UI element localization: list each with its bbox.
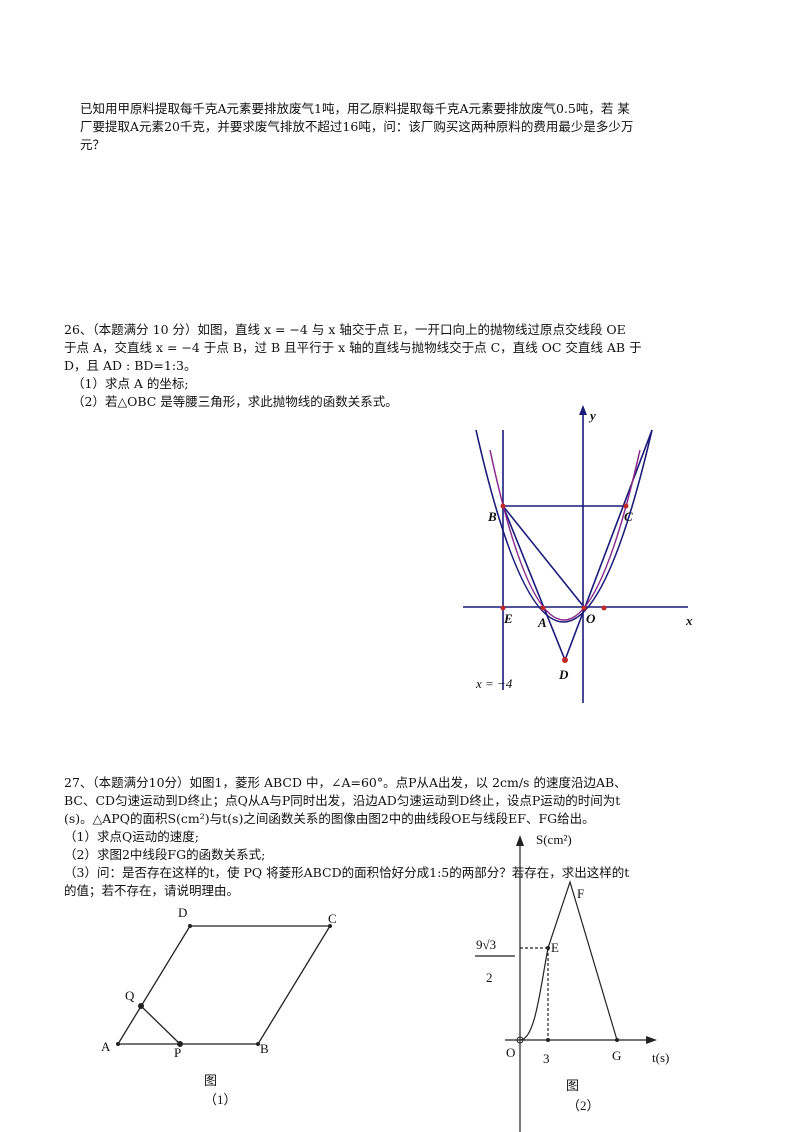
label-b: B: [487, 509, 497, 524]
point-c: [623, 503, 629, 509]
point-e: [500, 605, 506, 611]
line-oc: [564, 429, 653, 661]
parabola-blue: [475, 429, 653, 623]
q26-line-1: 26、（本题满分 10 分）如图，直线 x = −4 与 x 轴交于点 E，一开…: [64, 322, 626, 337]
value-denominator: 2: [486, 970, 493, 985]
q25-line-1: 已知用甲原料提取每千克A元素要排放废气1吨，用乙原料提取每千克A元素要排放废气0…: [80, 101, 630, 116]
q26-line-2: 于点 A，交直线 x = −4 于点 B，过 B 且平行于 x 轴的直线与抛物线…: [64, 340, 642, 355]
label-line-equation: x = −4: [475, 676, 513, 691]
point-b: [500, 503, 506, 509]
s-axis-arrow: [516, 835, 524, 846]
q27-sub-3-cont: 的值；若不存在，请说明理由。: [64, 883, 240, 898]
q25-line-2: 厂要提取A元素20千克，并要求废气排放不超过16吨，问：该厂购买这两种原料的费用…: [80, 119, 634, 134]
label-d: D: [558, 667, 569, 682]
curve-oe: [519, 947, 549, 1041]
q27-line-2: BC、CD匀速运动到D终止；点Q从A与P同时出发，沿边AD匀速运动到D终止，设点…: [64, 793, 621, 808]
label-e: E: [551, 940, 559, 955]
q26-line-3: D，且 AD : BD=1:3。: [64, 358, 197, 373]
label-p: P: [174, 1045, 181, 1060]
q27-sub-3: （3）问：是否存在这样的t，使 PQ 将菱形ABCD的面积恰好分成1:5的两部分…: [64, 865, 630, 880]
parabola-purple: [489, 449, 641, 621]
point-q: [138, 1003, 144, 1009]
point-a: [540, 605, 546, 611]
t-axis-arrow: [646, 1036, 657, 1044]
label-q: Q: [125, 988, 135, 1003]
point-d: [562, 657, 568, 663]
label-d: D: [178, 905, 187, 920]
line-bd: [502, 505, 566, 661]
q26-sub-2: （2）若△OBC 是等腰三角形，求此抛物线的函数关系式。: [72, 394, 398, 409]
tick-3: 3: [543, 1051, 550, 1066]
label-y: y: [588, 408, 596, 423]
label-o: O: [586, 611, 596, 626]
label-a: A: [101, 1039, 111, 1054]
y-axis-arrow: [579, 405, 587, 415]
q27-line-1: 27、（本题满分10分）如图1，菱形 ABCD 中，∠A=60°。点P从A出发，…: [64, 775, 627, 790]
label-e: E: [503, 611, 513, 626]
label-o: O: [506, 1045, 515, 1060]
point-p: [177, 1041, 183, 1047]
point-o: [516, 1036, 524, 1044]
segments-ef-fg: [547, 880, 618, 1041]
label-g: G: [612, 1048, 621, 1063]
label-t-axis: t(s): [652, 1050, 669, 1065]
label-b: B: [260, 1041, 269, 1056]
line-bo: [502, 505, 585, 608]
figure2-number: （2）: [567, 1098, 600, 1113]
segment-pq: [140, 1005, 181, 1045]
point-o: [581, 605, 587, 611]
label-c: C: [328, 911, 337, 926]
q26-sub-1: （1）求点 A 的坐标;: [72, 376, 189, 391]
q25-line-3: 元？: [80, 137, 106, 152]
point-extra: [601, 605, 607, 611]
figure1-caption: 图: [204, 1073, 217, 1088]
q27-sub-1: （1）求点Q运动的速度;: [64, 829, 199, 844]
label-f: F: [577, 886, 584, 901]
q27-line-3: (s)。△APQ的面积S(cm²)与t(s)之间函数关系的图像由图2中的曲线段O…: [64, 811, 595, 826]
label-a: A: [537, 615, 547, 630]
label-x: x: [685, 613, 693, 628]
value-numerator: 9√3: [476, 937, 496, 952]
figure2-caption: 图: [566, 1078, 579, 1093]
figure1-number: （1）: [204, 1092, 237, 1107]
label-s-axis: S(cm²): [536, 832, 572, 847]
q27-sub-2: （2）求图2中线段FG的函数关系式;: [64, 847, 266, 862]
label-c: C: [624, 509, 633, 524]
